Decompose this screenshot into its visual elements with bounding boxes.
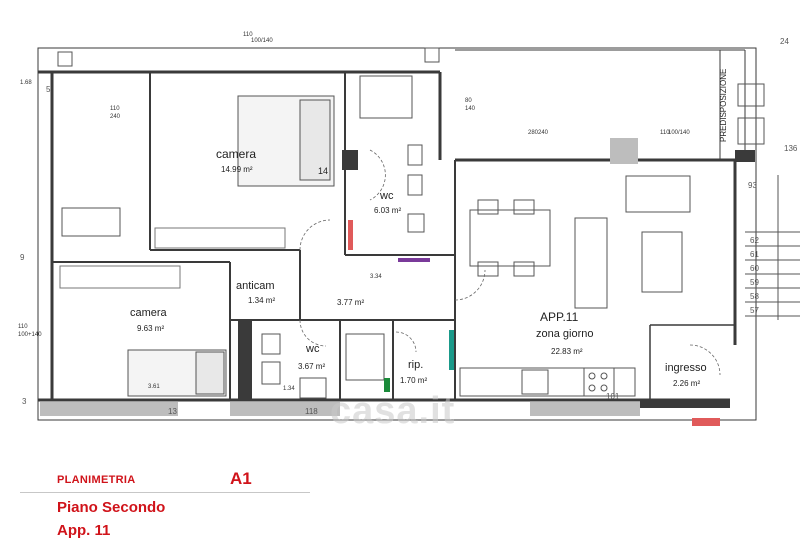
dim-334: 3.34	[370, 274, 382, 280]
room-name-anticam: anticam	[236, 280, 275, 292]
apartment-title: APP.11	[540, 310, 579, 324]
room-area-camera-1: 14.99 m²	[221, 165, 253, 174]
door-marker-teal	[449, 330, 454, 370]
door-marker-red	[348, 220, 353, 250]
grid-118: 118	[305, 407, 318, 416]
watermark: casa.it	[330, 390, 456, 432]
bathroom-fixtures	[261, 75, 425, 399]
stair	[745, 175, 800, 320]
dim-win-bl-a: 110	[18, 324, 28, 330]
room-area-disimpegno: 3.77 m²	[337, 298, 364, 307]
grid-101: 101	[606, 392, 620, 401]
room-area-ingresso: 2.26 m²	[673, 379, 700, 388]
dim-win-wc-b: 140	[465, 106, 476, 112]
stair-number: 57	[750, 306, 759, 315]
label-predisposizione: PREDISPOSIZIONE	[719, 69, 728, 142]
legend-code: A1	[230, 469, 252, 488]
dim-win-gz2-b: 100/140	[668, 130, 690, 136]
room-name-wc-1: wc	[379, 190, 394, 202]
door-marker-red-2	[692, 418, 720, 426]
door-marker-purple	[398, 258, 430, 262]
legend-divider	[20, 492, 310, 493]
dim-win-gz-b: 240	[538, 130, 549, 136]
dim-168: 1.68	[20, 80, 32, 86]
room-name-camera-2: camera	[130, 307, 168, 319]
grid-93: 93	[748, 181, 757, 190]
floor-plan	[37, 47, 800, 426]
grid-136: 136	[784, 144, 798, 153]
legend-planimetria: PLANIMETRIA	[57, 474, 136, 486]
room-name-zona-giorno: zona giorno	[536, 328, 594, 340]
stair-number: 61	[750, 250, 759, 259]
room-name-ingresso: ingresso	[665, 362, 707, 374]
balcony-hatch	[40, 138, 640, 416]
outer-walls	[37, 47, 757, 421]
grid-24: 24	[780, 37, 789, 46]
room-area-zona-giorno: 22.83 m²	[551, 347, 583, 356]
room-area-camera-2: 9.63 m²	[137, 324, 164, 333]
dining-table	[469, 199, 551, 277]
room-name-camera-1: camera	[216, 147, 256, 161]
bed-single	[127, 349, 227, 397]
room-area-wc-2: 3.67 m²	[298, 362, 325, 371]
door-swings	[299, 149, 721, 376]
dim-win-left-b: 240	[110, 114, 121, 120]
grid-9: 9	[20, 253, 25, 262]
grid-3: 3	[22, 397, 27, 406]
grid-13: 13	[168, 407, 177, 416]
dim-win-gz-a: 280	[528, 130, 539, 136]
dim-134: 1.34	[283, 386, 295, 392]
structural-columns	[238, 150, 755, 408]
dim-win-left-a: 110	[110, 106, 120, 112]
electrical-panels	[57, 47, 765, 237]
dim-win-wc-a: 80	[465, 98, 472, 104]
door-marker-green	[384, 378, 390, 392]
room-name-rip: rip.	[408, 359, 423, 371]
stair-number: 62	[750, 236, 759, 245]
room-area-rip: 1.70 m²	[400, 376, 427, 385]
stair-number: 60	[750, 264, 759, 273]
dim-361: 3.61	[148, 384, 160, 390]
dim-door-top-b: 100/140	[251, 38, 273, 44]
legend-apartment: App. 11	[57, 522, 111, 539]
stair-number: 58	[750, 292, 759, 301]
dim-door-top-a: 110	[243, 32, 253, 38]
bed-double	[237, 95, 335, 187]
wardrobes	[59, 227, 286, 289]
plan-labels: camera 14.99 m² 14 wc 6.03 m² anticam 1.…	[18, 32, 798, 416]
stair-number: 59	[750, 278, 759, 287]
room-area-wc-1: 6.03 m²	[374, 206, 401, 215]
room-name-wc-2: wc	[305, 343, 320, 355]
kitchen-counter	[459, 367, 636, 397]
room-area-anticam: 1.34 m²	[248, 296, 275, 305]
legend-floor: Piano Secondo	[57, 499, 166, 516]
dim-win-bl-b: 100+140	[18, 332, 42, 338]
sofa	[574, 175, 691, 309]
dim-win-gz2-a: 110	[660, 130, 670, 136]
label-14: 14	[318, 166, 328, 176]
grid-5: 5	[46, 85, 51, 94]
